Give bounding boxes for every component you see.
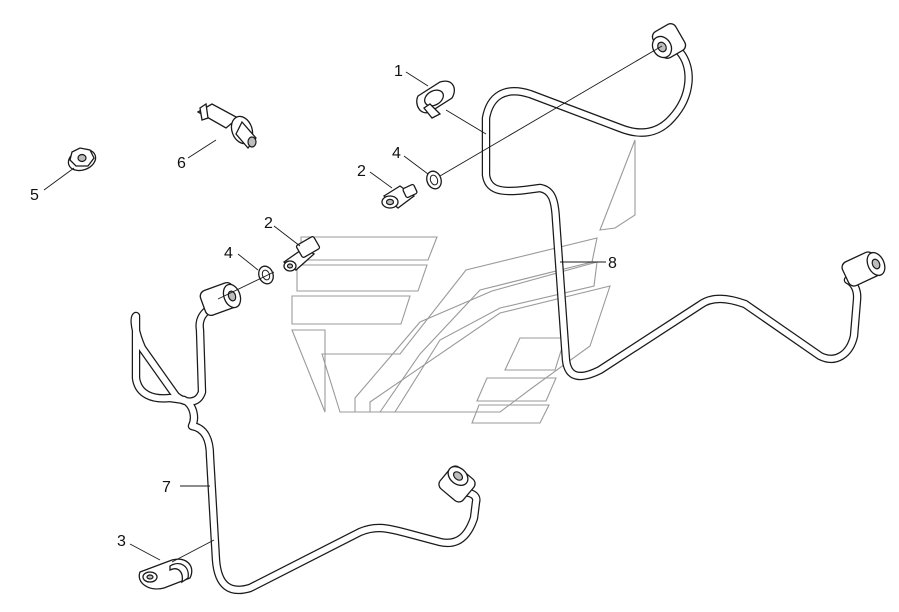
leader-lines: [43, 45, 663, 563]
pipe-7-top-nut-icon: [199, 282, 242, 316]
clamp-3-icon: [138, 558, 193, 590]
callout-4-upper: 4: [392, 145, 401, 162]
callout-5: 5: [30, 187, 39, 204]
pipe-7: [130, 300, 481, 595]
stud-6-icon: [196, 102, 257, 150]
pipe-8-top-nut-icon: [651, 23, 687, 59]
callout-7: 7: [162, 479, 171, 496]
callout-4-lower: 4: [224, 245, 233, 262]
washer-4-upper-icon: [426, 170, 442, 190]
callout-6: 6: [177, 155, 186, 172]
callout-8: 8: [608, 255, 617, 272]
flange-nut-5-icon: [67, 147, 97, 172]
callout-1: 1: [394, 63, 403, 80]
pipe-8-right-nut-icon: [841, 251, 886, 287]
callout-2-lower: 2: [264, 215, 273, 232]
callout-2-upper: 2: [357, 163, 366, 180]
callout-3: 3: [117, 533, 126, 550]
banjo-bolt-2-lower-icon: [282, 236, 321, 272]
clamp-1-icon: [416, 80, 455, 119]
pipe-8: [481, 47, 862, 381]
pipe-7-end-nut-icon: [438, 465, 476, 503]
watermark-logo-icon: [291, 139, 636, 424]
banjo-bolt-2-upper-icon: [381, 183, 418, 209]
washer-4-lower-icon: [258, 265, 274, 285]
